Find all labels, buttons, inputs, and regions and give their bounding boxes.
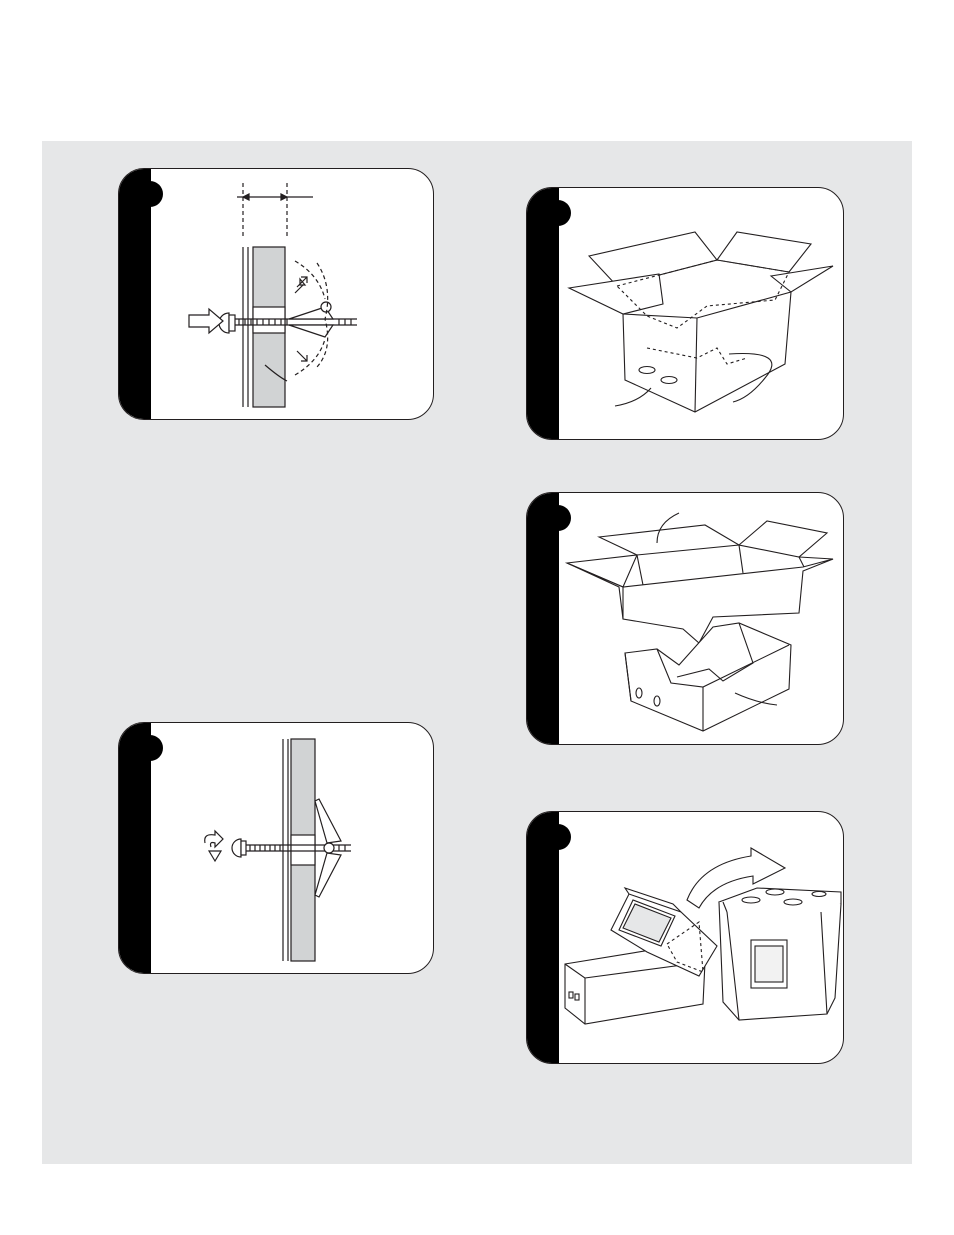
step-marker-dot (137, 181, 163, 207)
step-card-remove-range (526, 811, 844, 1064)
step-card-toggle-bolt-tighten (118, 722, 434, 974)
open-carton-illustration (567, 231, 834, 413)
carton-lift-off-illustration (564, 512, 834, 732)
step-marker-dot (545, 200, 571, 226)
card-side-bar (527, 493, 571, 744)
card-side-bar (527, 188, 571, 439)
step-card-toggle-bolt-insert (118, 168, 434, 420)
step-card-lift-carton (526, 492, 844, 745)
step-marker-dot (137, 735, 163, 761)
toggle-bolt-tightening-illustration (204, 738, 351, 962)
card-side-bar (119, 169, 163, 419)
card-side-bar (119, 723, 163, 973)
card-side-bar (527, 812, 571, 1063)
step-card-open-carton (526, 187, 844, 440)
step-marker-dot (545, 824, 571, 850)
range-removal-illustration (564, 847, 842, 1025)
toggle-bolt-insertion-illustration (188, 183, 357, 408)
step-marker-dot (545, 505, 571, 531)
